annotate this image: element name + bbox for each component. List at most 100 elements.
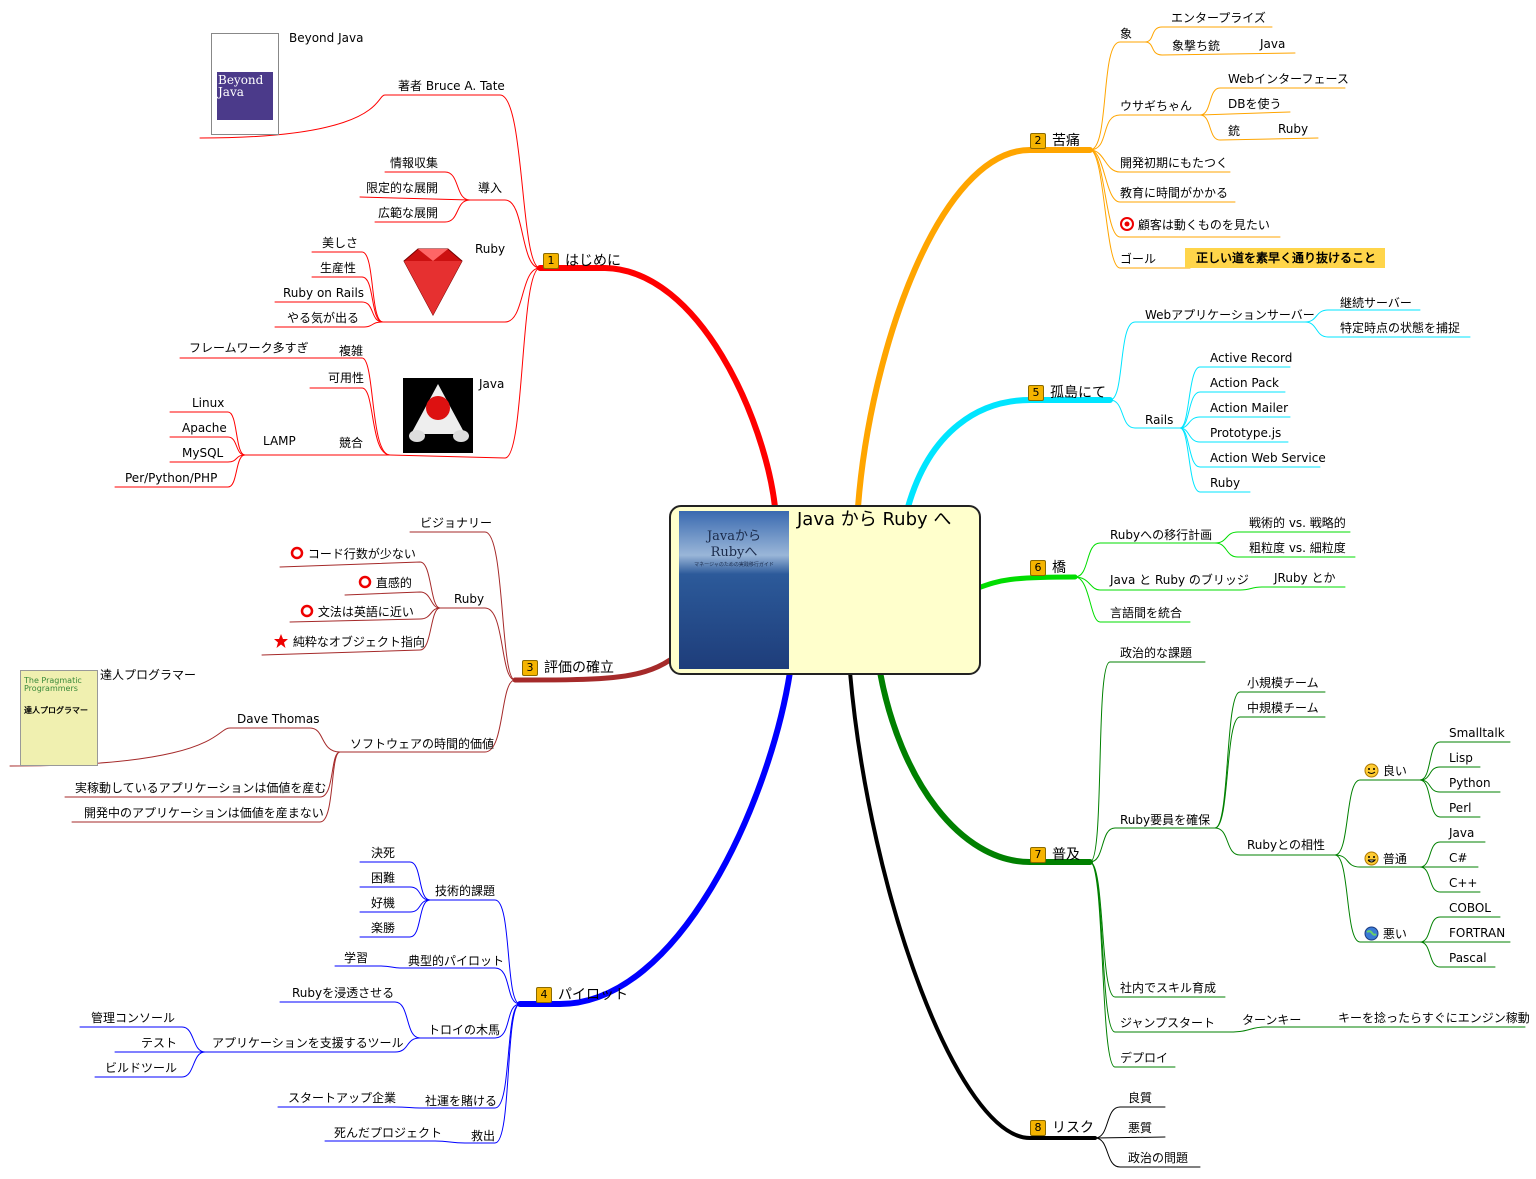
node-visionary[interactable]: ビジョナリー xyxy=(420,516,493,530)
node-dead-project[interactable]: 死んだプロジェクト xyxy=(334,1126,443,1140)
node-perl-python-php[interactable]: Per/Python/PHP xyxy=(125,471,218,485)
node-active-record[interactable]: Active Record xyxy=(1210,351,1293,365)
node-action-web-service[interactable]: Action Web Service xyxy=(1210,451,1326,465)
node-infiltrate[interactable]: Rubyを浸透させる xyxy=(292,986,395,1000)
node-tactical[interactable]: 戦術的 vs. 戦略的 xyxy=(1249,516,1346,530)
node-competition[interactable]: 競合 xyxy=(339,436,364,450)
node-ruby[interactable]: Ruby xyxy=(1278,122,1309,136)
node-rabbit[interactable]: ウサギちゃん xyxy=(1120,99,1193,113)
node-continuation[interactable]: 継続サーバー xyxy=(1340,296,1412,310)
node-integrate[interactable]: 言語間を統合 xyxy=(1110,606,1183,620)
node-csharp[interactable]: C# xyxy=(1449,851,1468,865)
node-customer[interactable]: 顧客は動くものを見たい xyxy=(1120,217,1270,232)
node-ruby[interactable]: Ruby xyxy=(454,592,485,606)
node-bet[interactable]: 社運を賭ける xyxy=(425,1094,498,1108)
node-rails[interactable]: Rails xyxy=(1145,413,1174,427)
node-enterprise[interactable]: エンタープライズ xyxy=(1171,11,1266,25)
node-deploy[interactable]: デプロイ xyxy=(1120,1051,1169,1065)
node-good[interactable]: 良い xyxy=(1364,763,1407,778)
node-web-interface[interactable]: Webインターフェース xyxy=(1228,72,1349,86)
node-frameworks[interactable]: フレームワーク多すぎ xyxy=(189,341,309,355)
node-mysql[interactable]: MySQL xyxy=(182,446,224,460)
node-typical[interactable]: 典型的パイロット xyxy=(408,954,505,968)
node-prototype[interactable]: Prototype.js xyxy=(1210,426,1282,440)
node-training[interactable]: 社内でスキル育成 xyxy=(1120,981,1217,995)
node-motivation[interactable]: やる気が出る xyxy=(287,311,360,325)
node-db[interactable]: DBを使う xyxy=(1228,97,1282,111)
node-beyond-java[interactable]: Beyond Java xyxy=(289,31,364,45)
node-goal-text[interactable]: 正しい道を素早く通り抜けること xyxy=(1196,251,1377,265)
node-lisp[interactable]: Lisp xyxy=(1449,751,1473,765)
node-intuitive[interactable]: 直感的 xyxy=(358,575,412,590)
node-info[interactable]: 情報収集 xyxy=(390,156,439,170)
node-dave-thomas[interactable]: Dave Thomas xyxy=(237,712,320,726)
node-migration-plan[interactable]: Rubyへの移行計画 xyxy=(1110,528,1213,542)
node-medium-team[interactable]: 中規模チーム xyxy=(1247,701,1319,715)
node-python[interactable]: Python xyxy=(1449,776,1491,790)
node-good-quality[interactable]: 良質 xyxy=(1128,1091,1153,1105)
node-goal[interactable]: ゴール xyxy=(1120,252,1157,266)
node-wide[interactable]: 広範な展開 xyxy=(378,206,439,220)
node-cobol[interactable]: COBOL xyxy=(1449,901,1491,915)
node-affinity[interactable]: Rubyとの相性 xyxy=(1247,838,1326,852)
node-chance[interactable]: 好機 xyxy=(371,896,396,910)
node-easy[interactable]: 楽勝 xyxy=(371,921,396,935)
node-elephant-gun[interactable]: 象撃ち銃 xyxy=(1172,39,1221,53)
node-intro[interactable]: 導入 xyxy=(478,181,503,195)
node-rescue[interactable]: 救出 xyxy=(471,1129,496,1143)
node-jruby[interactable]: JRuby とか xyxy=(1274,571,1336,585)
node-build[interactable]: ビルドツール xyxy=(105,1061,178,1075)
central-topic[interactable]: Javaから Rubyへ マネージャのための実践移行ガイド Java から Ru… xyxy=(669,505,981,675)
node-jumpstart[interactable]: ジャンプスタート xyxy=(1120,1016,1216,1030)
node-smalltalk[interactable]: Smalltalk xyxy=(1449,726,1505,740)
node-java[interactable]: Java xyxy=(1260,37,1286,51)
node-small-team[interactable]: 小規模チーム xyxy=(1247,676,1319,690)
node-early-dev[interactable]: 開発初期にもたつく xyxy=(1120,156,1229,170)
node-snapshot[interactable]: 特定時点の状態を捕捉 xyxy=(1340,321,1461,335)
node-admin-console[interactable]: 管理コンソール xyxy=(91,1011,176,1025)
node-education[interactable]: 教育に時間がかかる xyxy=(1120,186,1229,200)
node-elephant[interactable]: 象 xyxy=(1120,27,1133,41)
node-ruby[interactable]: Ruby xyxy=(475,242,506,256)
node-webapp-server[interactable]: Webアプリケーションサーバー xyxy=(1145,308,1315,322)
node-productivity[interactable]: 生産性 xyxy=(320,261,357,275)
node-apache[interactable]: Apache xyxy=(182,421,227,435)
node-action-mailer[interactable]: Action Mailer xyxy=(1210,401,1289,415)
node-availability[interactable]: 可用性 xyxy=(328,371,365,385)
node-normal[interactable]: 普通 xyxy=(1364,851,1407,866)
node-pure-oo[interactable]: 純粋なオブジェクト指向 xyxy=(273,633,425,649)
node-english[interactable]: 文法は英語に近い xyxy=(300,604,414,619)
node-staff[interactable]: Ruby要員を確保 xyxy=(1120,813,1211,827)
node-gun[interactable]: 銃 xyxy=(1228,124,1241,138)
node-java[interactable]: Java xyxy=(1449,826,1475,840)
node-perl[interactable]: Perl xyxy=(1449,801,1472,815)
node-beauty[interactable]: 美しさ xyxy=(322,236,359,250)
node-bad-quality[interactable]: 悪質 xyxy=(1128,1121,1153,1135)
node-bad[interactable]: 悪い xyxy=(1364,926,1407,941)
node-action-pack[interactable]: Action Pack xyxy=(1210,376,1279,390)
node-pragmatic[interactable]: 達人プログラマー xyxy=(100,668,197,682)
node-hard[interactable]: 困難 xyxy=(371,871,396,885)
node-test[interactable]: テスト xyxy=(141,1036,178,1050)
node-fortran[interactable]: FORTRAN xyxy=(1449,926,1506,940)
node-linux[interactable]: Linux xyxy=(192,396,225,410)
node-granularity[interactable]: 粗粒度 vs. 細粒度 xyxy=(1249,541,1346,555)
node-turnkey[interactable]: ターンキー xyxy=(1242,1013,1302,1027)
node-cpp[interactable]: C++ xyxy=(1449,876,1478,890)
node-rails[interactable]: Ruby on Rails xyxy=(283,286,365,300)
node-political[interactable]: 政治的な課題 xyxy=(1120,646,1193,660)
node-lamp[interactable]: LAMP xyxy=(263,434,296,448)
node-tech[interactable]: 技術的課題 xyxy=(435,884,496,898)
node-limited[interactable]: 限定的な展開 xyxy=(366,181,439,195)
node-complex[interactable]: 複雑 xyxy=(339,344,364,358)
node-tools[interactable]: アプリケーションを支援するツール xyxy=(212,1036,404,1050)
node-java[interactable]: Java xyxy=(479,377,505,391)
node-ruby[interactable]: Ruby xyxy=(1210,476,1241,490)
node-author[interactable]: 著者 Bruce A. Tate xyxy=(398,79,505,93)
